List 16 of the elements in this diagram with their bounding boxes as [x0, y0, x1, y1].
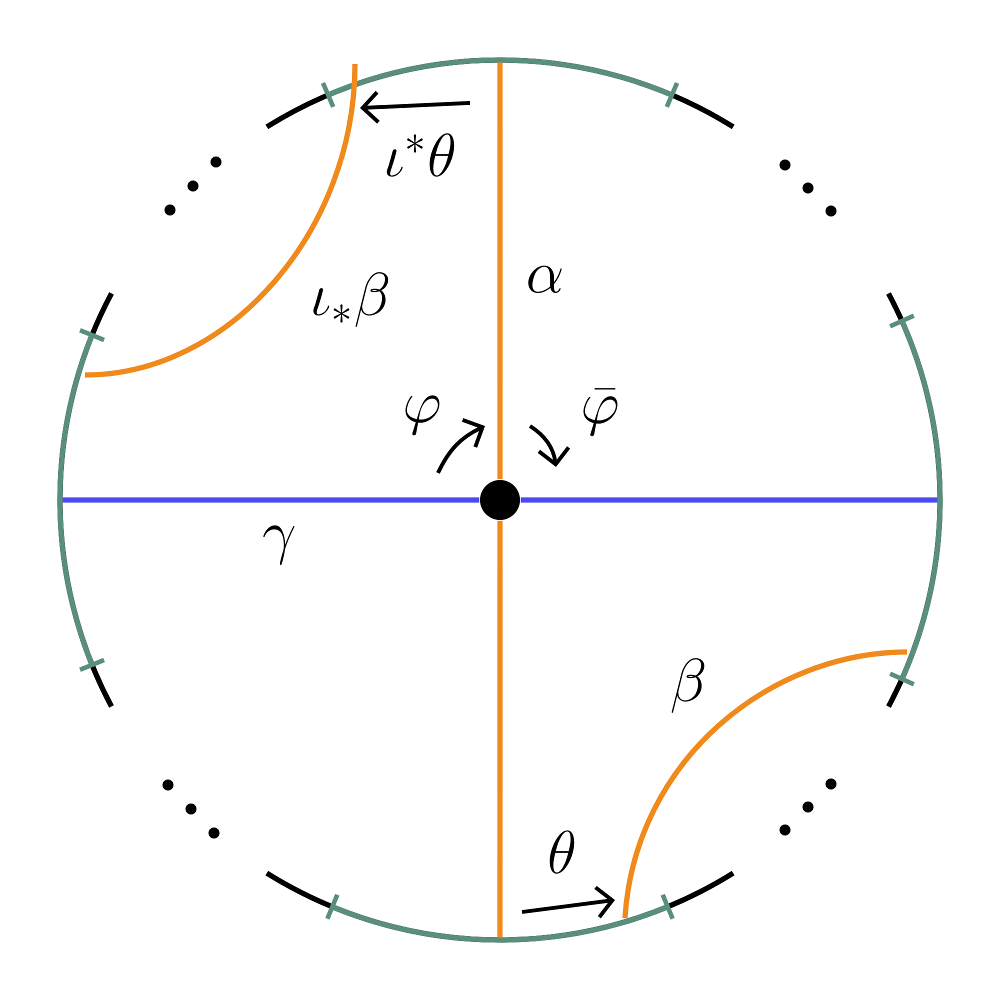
line — [497, 62, 503, 480]
line — [62, 497, 480, 503]
line — [622, 649, 908, 918]
boundary-arc — [327, 57, 673, 98]
boundary-arc — [57, 334, 94, 666]
math-label: $\bar{\varphi}$ — [584, 388, 618, 436]
edge-label: $\gamma$ — [258, 522, 300, 568]
edge-label: $\beta$ — [666, 655, 710, 716]
edge-label: $\alpha$ — [522, 262, 568, 296]
center-dot — [480, 480, 520, 520]
line — [497, 520, 503, 938]
edge-label: $\iota_*\beta$ — [306, 269, 394, 330]
boundary-arc — [331, 904, 669, 943]
line — [520, 497, 938, 503]
line — [84, 64, 358, 378]
boundary-arc — [900, 320, 943, 680]
